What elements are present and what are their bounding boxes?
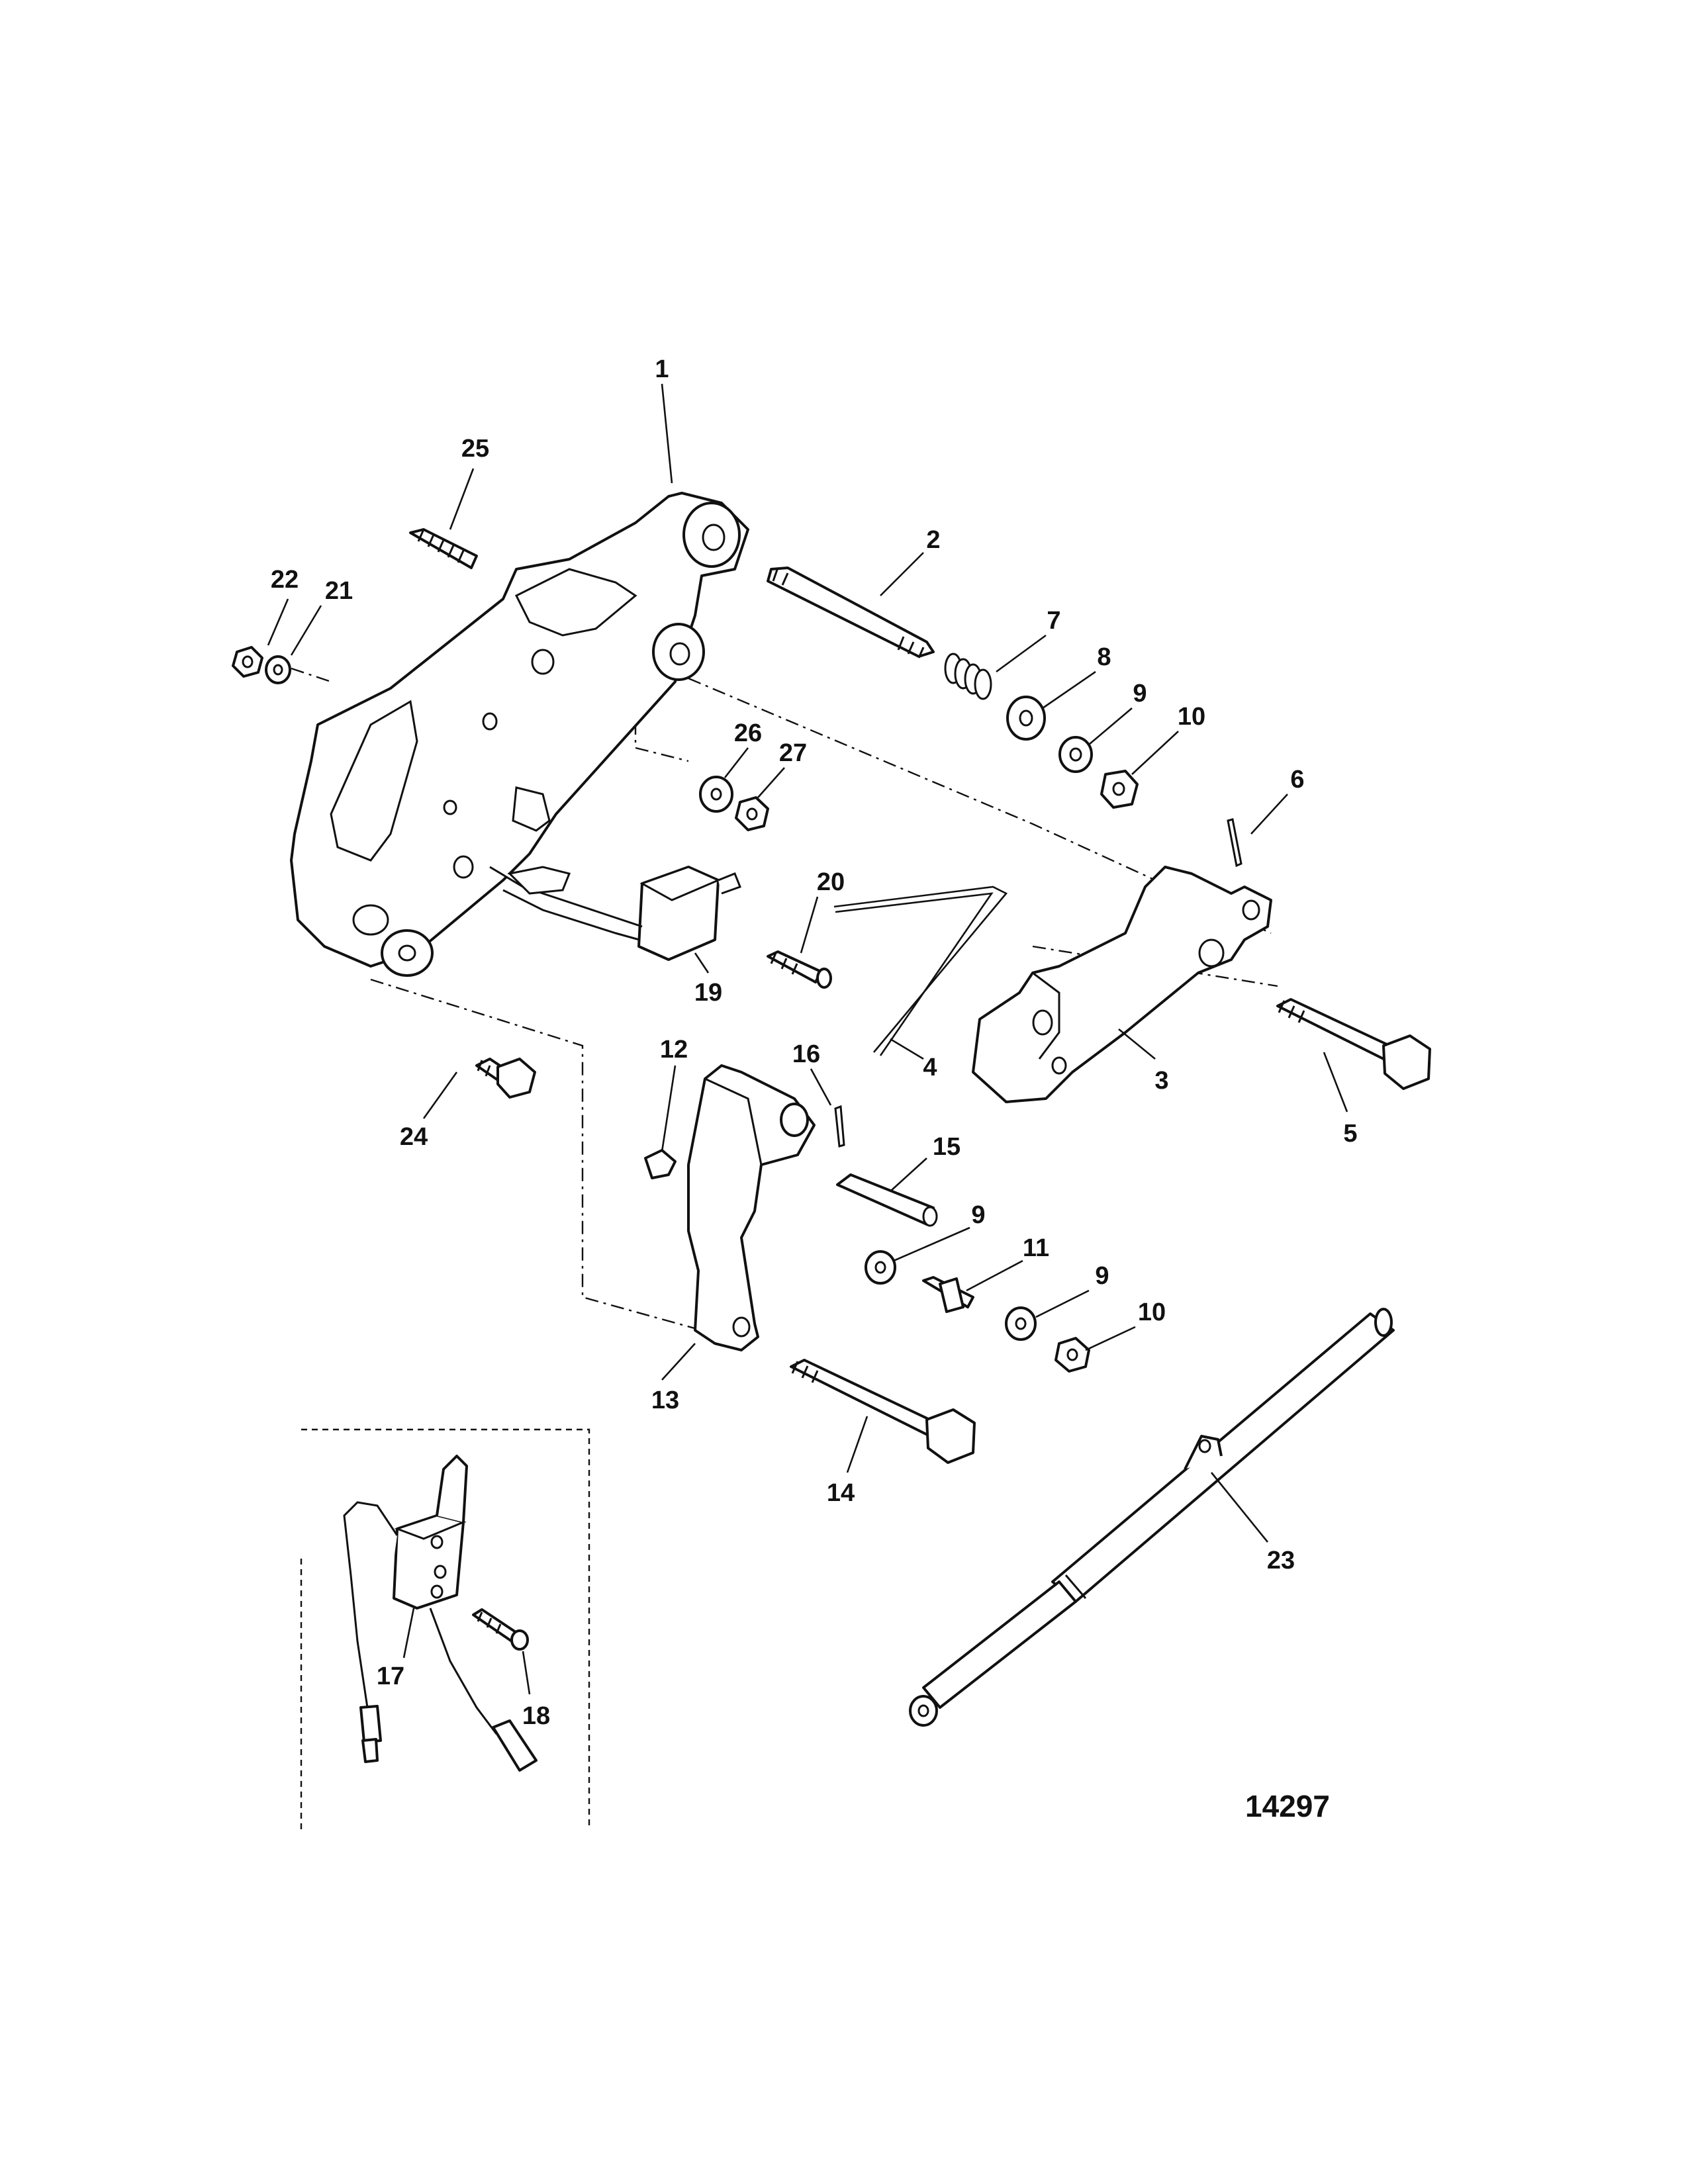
main-bracket-part-1 — [290, 492, 749, 977]
stud-part-11 — [922, 1276, 974, 1313]
bracket-part-3 — [972, 866, 1272, 1103]
bolt-part-24 — [475, 1058, 536, 1099]
callout-2: 2 — [926, 526, 940, 554]
callout-10-upper: 10 — [1178, 703, 1205, 731]
callout-23: 23 — [1267, 1547, 1295, 1574]
sensor-part-17 — [343, 1455, 538, 1772]
nut-part-22 — [232, 646, 263, 678]
washer-part-9-middle — [865, 1250, 896, 1285]
callout-22: 22 — [271, 566, 299, 594]
callout-4: 4 — [923, 1054, 937, 1081]
nut-part-10-upper — [1100, 770, 1139, 809]
callout-6: 6 — [1290, 766, 1304, 794]
callout-17: 17 — [377, 1662, 404, 1690]
nut-part-27 — [735, 796, 769, 831]
spring-part-7 — [944, 653, 992, 700]
callout-21: 21 — [325, 577, 353, 605]
wire-link-part-4 — [833, 886, 1008, 1056]
nut-part-10-lower — [1055, 1337, 1090, 1373]
screw-part-20 — [767, 950, 832, 989]
callout-8: 8 — [1097, 643, 1111, 671]
callout-leaders — [267, 383, 1348, 1695]
callout-19: 19 — [694, 979, 722, 1007]
switch-part-19 — [489, 866, 741, 961]
callout-3: 3 — [1154, 1067, 1168, 1095]
washer-part-8 — [1006, 696, 1046, 741]
callout-9-middle: 9 — [971, 1201, 985, 1229]
callout-20: 20 — [817, 868, 845, 896]
pin-part-15 — [836, 1173, 938, 1227]
callout-1: 1 — [655, 355, 669, 383]
washer-part-21 — [265, 655, 291, 684]
callout-11: 11 — [1023, 1234, 1049, 1262]
bolt-part-5 — [1276, 998, 1431, 1090]
callout-7: 7 — [1047, 607, 1060, 635]
washer-part-9-lower — [1005, 1306, 1037, 1341]
washer-part-9-upper — [1058, 736, 1093, 773]
washer-part-26 — [699, 776, 733, 813]
callout-9-upper: 9 — [1133, 680, 1147, 707]
callout-15: 15 — [933, 1133, 961, 1161]
callout-9-lower: 9 — [1095, 1262, 1109, 1290]
fitting-part-12 — [644, 1149, 677, 1179]
inset-detail — [300, 1428, 590, 1830]
callout-18: 18 — [522, 1702, 550, 1730]
screw-part-18 — [472, 1608, 529, 1651]
callout-5: 5 — [1343, 1120, 1357, 1148]
callout-14: 14 — [827, 1479, 855, 1507]
stud-part-25 — [409, 528, 478, 569]
figure-number: 14297 — [1245, 1789, 1330, 1823]
callout-25: 25 — [461, 435, 489, 463]
callout-24: 24 — [400, 1123, 428, 1151]
pin-part-6 — [1227, 818, 1243, 868]
stud-part-2 — [767, 567, 935, 659]
callout-27: 27 — [779, 739, 807, 767]
pin-part-16 — [834, 1105, 845, 1148]
callout-12: 12 — [660, 1036, 688, 1064]
callout-26: 26 — [734, 719, 762, 747]
bolt-part-14 — [790, 1359, 976, 1464]
callout-labels: 1 2 3 4 5 6 7 8 9 10 9 11 9 10 12 13 14 … — [271, 355, 1358, 1730]
lever-part-13 — [687, 1064, 816, 1351]
callout-16: 16 — [792, 1040, 820, 1068]
rod-part-23 — [909, 1308, 1395, 1727]
callout-10-lower: 10 — [1138, 1298, 1166, 1326]
callout-13: 13 — [651, 1387, 679, 1414]
